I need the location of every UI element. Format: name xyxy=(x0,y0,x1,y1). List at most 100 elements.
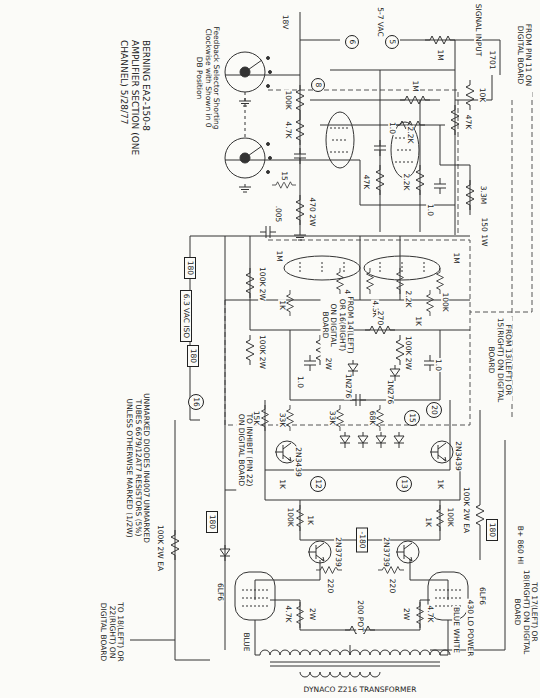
component-label: 15 xyxy=(280,170,288,182)
vacuum-tube xyxy=(300,262,344,274)
component-label: 1M xyxy=(275,249,283,262)
resistor-symbol xyxy=(416,165,424,195)
feedback-selector-switch xyxy=(267,143,270,146)
node-text: 20 xyxy=(430,405,438,415)
drawing-title: BERNING EA2-150-8 AMPLIFIER SECTION (ONE… xyxy=(119,40,151,160)
transistor-symbol xyxy=(275,441,453,563)
resistor-symbol xyxy=(287,405,294,431)
wire xyxy=(290,330,440,400)
node-text: 8 xyxy=(314,83,322,88)
node-text: 5 xyxy=(388,40,396,45)
node-text: 12 xyxy=(314,479,322,489)
output-transformer xyxy=(270,662,440,666)
dashed-boundary xyxy=(225,240,470,425)
component-label: TO INHIBIT (PIN 22) ON DIGITAL BOARD xyxy=(237,409,254,491)
resistor-symbol xyxy=(246,335,254,365)
component-label: 470 2W xyxy=(308,197,316,228)
resistor-symbol xyxy=(246,268,254,298)
component-label: FROM 13(LEFT) OR 15(RIGHT) ON DIGITAL BO… xyxy=(488,317,513,404)
node-text: 180 xyxy=(208,515,216,529)
resistor-symbol xyxy=(171,530,179,560)
component-label: 6LF6 xyxy=(216,582,224,602)
component-label: 200 POT xyxy=(356,599,364,633)
resistor-symbol xyxy=(262,405,269,431)
component-label: 10K xyxy=(478,87,486,103)
component-label: 33K xyxy=(278,412,286,428)
capacitor-symbol xyxy=(434,178,446,194)
ground-symbol xyxy=(239,98,306,240)
component-label: 1.0 xyxy=(426,203,434,217)
feedback-selector-switch xyxy=(267,171,270,174)
component-label: 6LF6 xyxy=(478,586,486,606)
wire xyxy=(440,125,470,215)
component-label: 1N276 xyxy=(344,373,352,400)
component-label: 2N3739 xyxy=(334,536,342,567)
resistor-symbol xyxy=(377,405,384,431)
resistor-symbol xyxy=(396,335,404,365)
resistor-symbol xyxy=(365,326,395,334)
capacitor-symbol xyxy=(294,148,306,164)
node-text: -180 xyxy=(358,531,366,548)
ground-symbol xyxy=(239,184,251,192)
component-label: FROM PIN 11 ON DIGITAL BOARD xyxy=(516,12,533,99)
vacuum-tube xyxy=(326,112,354,168)
component-label: 2.2K xyxy=(402,173,410,192)
component-label: Feedback Selector Shorting Clockwise wit… xyxy=(196,22,221,134)
output-transformer xyxy=(255,645,450,677)
feedback-selector-switch xyxy=(269,71,272,74)
wire xyxy=(225,236,226,650)
output-transformer xyxy=(255,645,448,655)
component-label: 47K xyxy=(464,114,472,130)
wire xyxy=(255,560,448,600)
component-label: 100K xyxy=(446,506,454,527)
component-label: 150 1W xyxy=(480,217,488,248)
component-label: TO 18(LEFT) OR 22(RIGHT) ON DIGITAL BOAR… xyxy=(100,591,125,673)
wire xyxy=(455,75,492,100)
voltage-box: 6.3 VAC ISO xyxy=(180,290,192,342)
component-label: 1.0 xyxy=(388,121,396,135)
terminal-circle: 15 xyxy=(404,410,420,426)
component-label: SIGNAL INPUT xyxy=(474,3,482,58)
resistor-symbol xyxy=(466,80,474,110)
wire xyxy=(330,70,455,71)
resistor-symbol xyxy=(437,505,444,531)
vacuum-tube xyxy=(330,128,350,152)
resistor-symbol xyxy=(272,182,296,188)
wire xyxy=(455,40,456,235)
wire xyxy=(300,40,500,75)
terminal-circle: 20 xyxy=(426,402,442,418)
vacuum-tube xyxy=(380,262,424,274)
component-label: 100K 2W xyxy=(404,335,412,371)
voltage-box: 180 xyxy=(206,511,218,533)
resistor-symbol xyxy=(417,602,424,628)
component-label: 1M xyxy=(452,251,460,264)
feedback-selector-switch xyxy=(269,157,272,160)
node-text: 180 xyxy=(189,349,197,363)
wire xyxy=(190,236,470,237)
wire xyxy=(320,125,445,126)
component-label: 1K xyxy=(414,315,422,327)
resistor-symbol xyxy=(451,105,459,135)
component-label: 1N276 xyxy=(386,379,394,406)
terminal-circle: 12 xyxy=(310,476,326,492)
component-label: 2N3439 xyxy=(454,440,462,471)
component-label: 4.7K xyxy=(284,121,292,140)
component-label: 68K xyxy=(368,410,376,426)
node-text: 6.3 VAC ISO xyxy=(182,294,190,338)
component-label: 18V xyxy=(281,14,289,31)
terminal-circle: 6 xyxy=(345,35,359,49)
feedback-selector-switch xyxy=(245,60,262,72)
resistor-symbol xyxy=(287,290,294,316)
transistor-symbol xyxy=(430,441,453,463)
feedback-selector-switch xyxy=(245,146,262,158)
component-label: 2.2K xyxy=(406,126,414,145)
voltage-box: -180 xyxy=(356,528,368,553)
wire xyxy=(250,236,470,330)
capacitor-symbol xyxy=(304,355,316,371)
component-label: 220 xyxy=(326,578,334,594)
component-label: 1.0 xyxy=(296,375,304,389)
diode-symbol xyxy=(358,432,368,448)
terminal-circle: 13 xyxy=(396,476,412,492)
component-label: BLUE WHITE xyxy=(452,606,460,654)
